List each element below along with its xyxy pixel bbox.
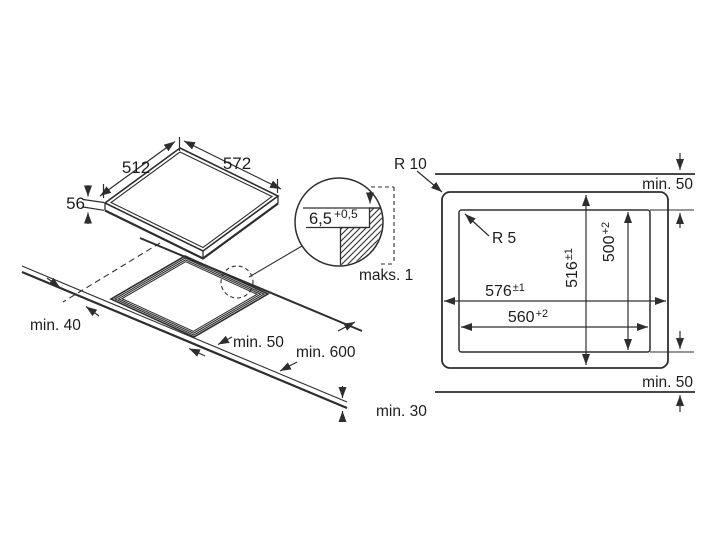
outer-corner-radius-label: R 10 xyxy=(394,156,427,173)
dimension-clearance-left: min. 40 xyxy=(30,277,100,334)
cutout-outline xyxy=(458,209,651,353)
dim-tick xyxy=(82,198,105,204)
dim-arrow xyxy=(188,347,206,357)
dimension-hob-height-56: 56 xyxy=(66,185,105,224)
hob-outline xyxy=(441,191,669,369)
dimension-worktop-thickness: min. 30 xyxy=(338,386,427,422)
worktop-depth-label: min. 600 xyxy=(296,344,356,361)
worktop-thickness-label: min. 30 xyxy=(376,403,427,420)
dim-line xyxy=(183,140,282,190)
clearance-left-label: min. 40 xyxy=(30,317,81,334)
outer-radius-arrow xyxy=(416,170,443,193)
cooktop-bottom-edge xyxy=(104,202,279,260)
dim-arrow xyxy=(337,321,356,332)
front-clearance-label: min. 50 xyxy=(642,374,693,391)
plan-view: min. 50 R 10 R 5 516±1 500+2 576±1 560+2… xyxy=(394,153,695,412)
cutout-outline-inner xyxy=(121,261,258,332)
dimension-hob-width-512: 512 xyxy=(99,137,181,198)
dimension-worktop-depth: min. 600 xyxy=(279,321,356,372)
hob-width-label: 512 xyxy=(122,158,150,177)
detail-view: 6,5+0,5 maks. 1 xyxy=(294,177,413,284)
rear-clearance-label: min. 50 xyxy=(642,176,693,193)
worktop-front-top-edge xyxy=(21,265,348,403)
dim-arrow xyxy=(279,361,298,372)
worktop-front-bottom-edge xyxy=(21,270,348,410)
dim-tick xyxy=(82,206,105,211)
max-gap-dashed-outline xyxy=(371,186,395,265)
projection-dashed-line xyxy=(62,242,161,303)
worktop-back-edge xyxy=(139,237,363,332)
hob-height-label: 56 xyxy=(66,194,85,213)
cutout-corner-radius-label: R 5 xyxy=(492,230,516,247)
cutout-depth-dimension: 500+2 xyxy=(600,222,618,262)
detail-indicator-circle xyxy=(220,265,254,299)
hob-depth-label: 572 xyxy=(223,154,251,173)
dim-arrow xyxy=(85,306,100,317)
cutout-radius-arrow xyxy=(464,213,490,237)
isometric-view: 512 572 56 min. 40 min. 50 xyxy=(21,137,427,422)
dim-arrow xyxy=(217,335,233,346)
detail-leader-line xyxy=(248,245,303,278)
dimension-hob-depth-572: 572 xyxy=(183,140,282,193)
dim-line xyxy=(99,141,176,197)
dim-arrow xyxy=(46,277,61,288)
step-depth-dimension: 6,5+0,5 xyxy=(309,207,358,228)
hob-depth-dimension: 516±1 xyxy=(563,248,581,288)
max-gap-label: maks. 1 xyxy=(359,267,413,284)
cutout-outline-2 xyxy=(114,257,265,336)
cutout-width-dimension: 560+2 xyxy=(508,308,548,326)
clearance-front-label: min. 50 xyxy=(233,334,284,351)
dimension-clearance-front: min. 50 xyxy=(188,334,284,357)
hob-width-dimension: 576±1 xyxy=(485,282,525,300)
